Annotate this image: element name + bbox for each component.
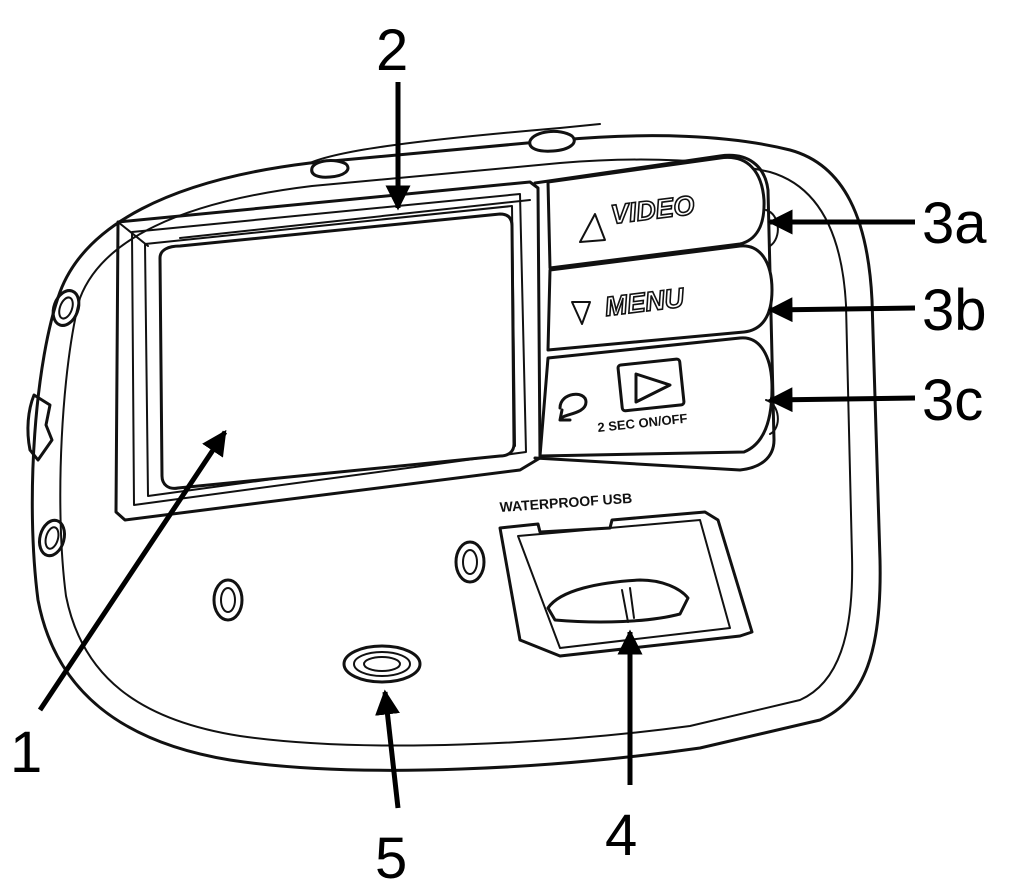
callout-3c: 3c [922,368,983,433]
button-panel: VIDEO MENU 2 SEC ON/OFF [533,153,779,472]
callout-2: 2 [376,18,408,83]
video-button[interactable]: VIDEO [546,155,766,270]
callout-labels: 2 1 3a 3b 3c 4 5 [10,18,987,891]
callout-arrow-5 [375,689,401,809]
callout-arrow-3c [767,387,916,413]
callout-3b: 3b [922,278,987,343]
usb-port: WATERPROOF USB [498,490,754,658]
triangle-up-icon [579,213,606,243]
callout-3a: 3a [922,191,987,256]
triangle-down-icon [571,301,591,325]
power-play-button[interactable]: 2 SEC ON/OFF [538,336,774,458]
callout-arrow-1 [37,429,228,712]
callout-1: 1 [10,720,42,785]
lcd-screen [114,180,542,522]
screw-hole-right [454,540,486,584]
callout-5: 5 [375,826,407,887]
screw-hole-left [212,578,244,622]
return-arrow-icon [558,392,588,422]
menu-button[interactable]: MENU [546,244,774,352]
callout-arrows [37,82,916,809]
callout-4: 4 [605,803,637,868]
usb-port-label: WATERPROOF USB [499,490,633,515]
callout-arrow-3b [767,297,916,323]
play-icon [634,372,672,404]
tripod-mount [342,644,422,684]
camera-body [26,123,882,772]
